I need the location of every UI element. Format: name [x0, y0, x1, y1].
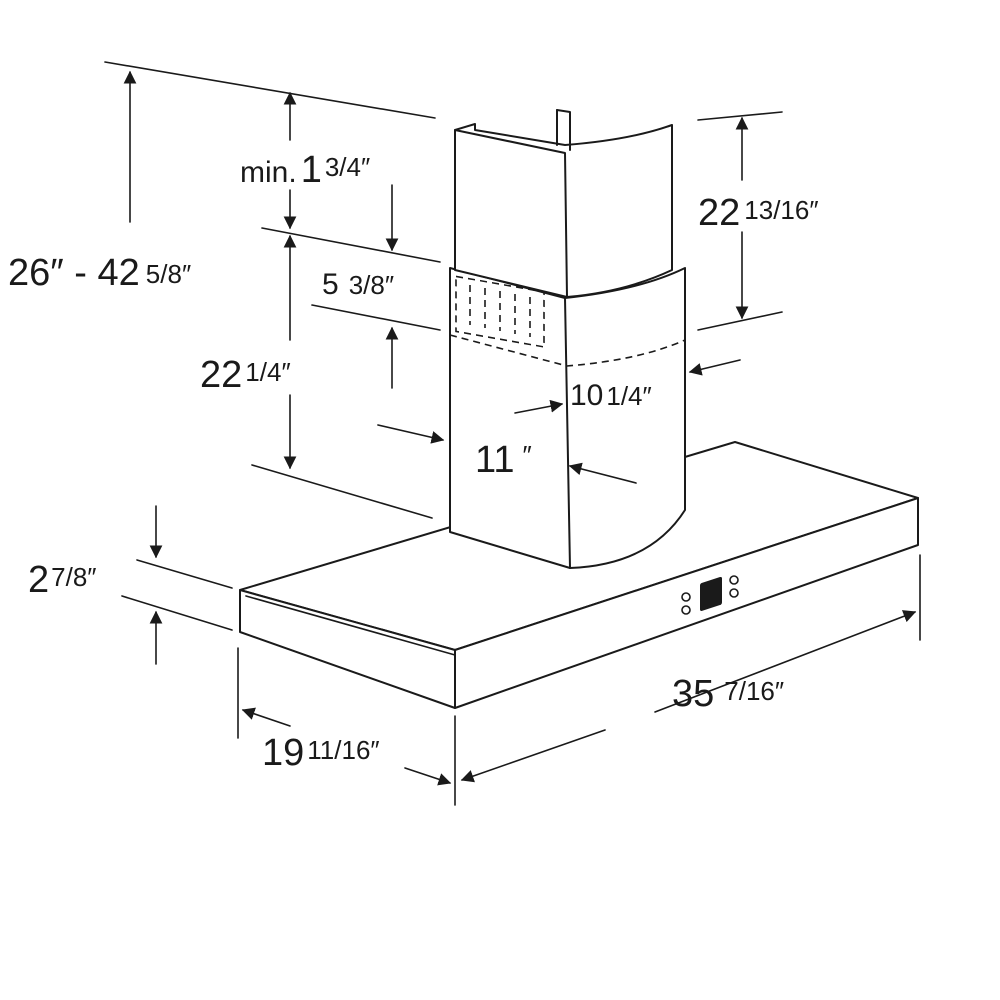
depth-canopy-arrow-right	[404, 767, 452, 786]
extension-lines	[104, 61, 921, 806]
ceiling-line	[104, 61, 436, 119]
canopy-side-face	[239, 589, 456, 709]
overlap-ref-line	[311, 304, 441, 331]
overlap-hidden-line	[449, 334, 686, 367]
upper-chimney-top-ref	[697, 111, 783, 121]
lower-chimney-corner-edge	[564, 297, 571, 569]
upper-chimney-corner-edge	[454, 129, 568, 298]
canopy-top-edge	[245, 595, 456, 656]
control-button-3	[729, 575, 739, 585]
upper-chimney-back-edge	[556, 109, 571, 151]
depth-canopy-arrow-left	[241, 707, 291, 727]
control-button-1	[681, 592, 691, 602]
canopy-thickness-top-ref	[136, 559, 233, 589]
canopy-top-ref-line	[251, 464, 433, 519]
clearance-ref-line	[261, 227, 441, 263]
upper-chimney	[449, 109, 686, 367]
depth-arrow-left	[514, 399, 564, 414]
upper-chimney-bottom-ref	[697, 311, 783, 331]
control-button-4	[729, 588, 739, 598]
dimension-arrows	[123, 70, 917, 786]
upper-chimney-body	[454, 123, 673, 298]
vent-grille	[455, 275, 545, 348]
vent-grille-outline	[455, 275, 545, 348]
depth-arrow-right	[688, 359, 741, 376]
canopy-thickness-bottom-ref	[121, 595, 233, 631]
control-panel	[681, 575, 739, 615]
canopy-width-arrow-right	[654, 610, 917, 713]
control-button-2	[681, 605, 691, 615]
width-arrow-left	[377, 424, 445, 444]
display-screen	[700, 576, 722, 612]
chimney-width-label: 11″	[475, 439, 532, 481]
width-arrow-right	[568, 462, 637, 484]
canopy-width-arrow-left	[460, 729, 606, 783]
canopy-thickness-label: 27/8″	[28, 559, 97, 601]
